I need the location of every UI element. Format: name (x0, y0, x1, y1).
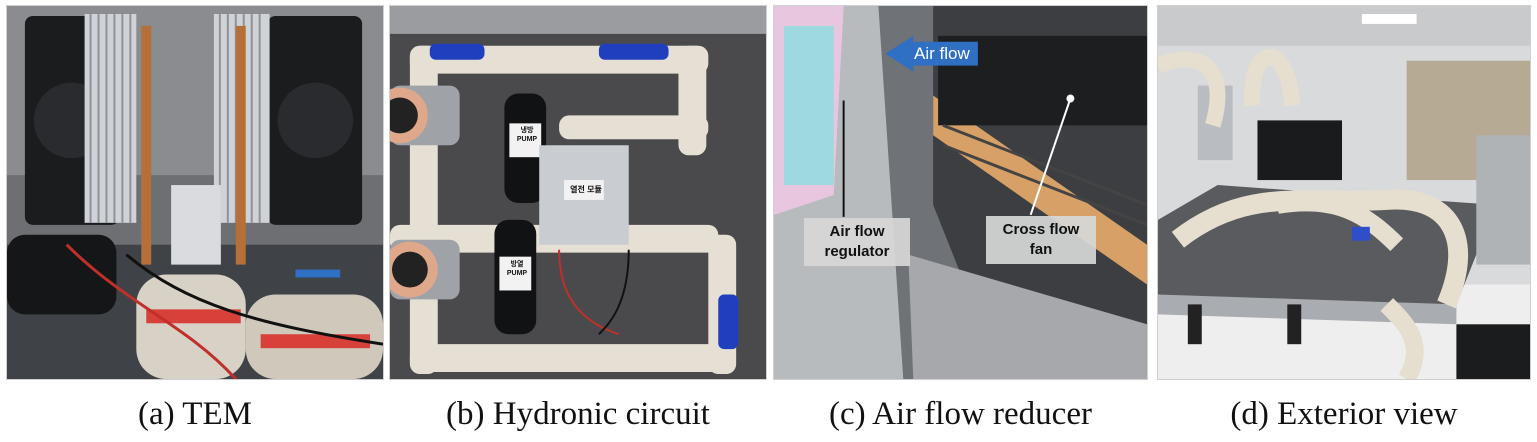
pump-label-bottom: 방열 PUMP (506, 261, 528, 277)
caption-hydronic-circuit: (b) Hydronic circuit (446, 396, 710, 432)
photo-air-flow-reducer: Air flow Air flow regulator Cross flow f… (773, 5, 1148, 380)
photo-tem (6, 5, 384, 380)
pump-label-top: 냉방 PUMP (516, 127, 538, 143)
photo-hydronic-circuit: 냉방 PUMP 방열 PUMP 열전 모듈 (389, 5, 767, 380)
photo-exterior-view (1157, 5, 1531, 380)
caption-tem: (a) TEM (138, 396, 252, 432)
cross-flow-fan-label: Cross flow fan (986, 216, 1096, 264)
air-flow-label: Air flow (914, 44, 970, 63)
caption-air-flow-reducer: (c) Air flow reducer (829, 396, 1092, 432)
caption-exterior-view: (d) Exterior view (1230, 396, 1458, 432)
air-flow-regulator-label: Air flow regulator (804, 218, 910, 266)
module-label: 열전 모듈 (570, 185, 602, 194)
